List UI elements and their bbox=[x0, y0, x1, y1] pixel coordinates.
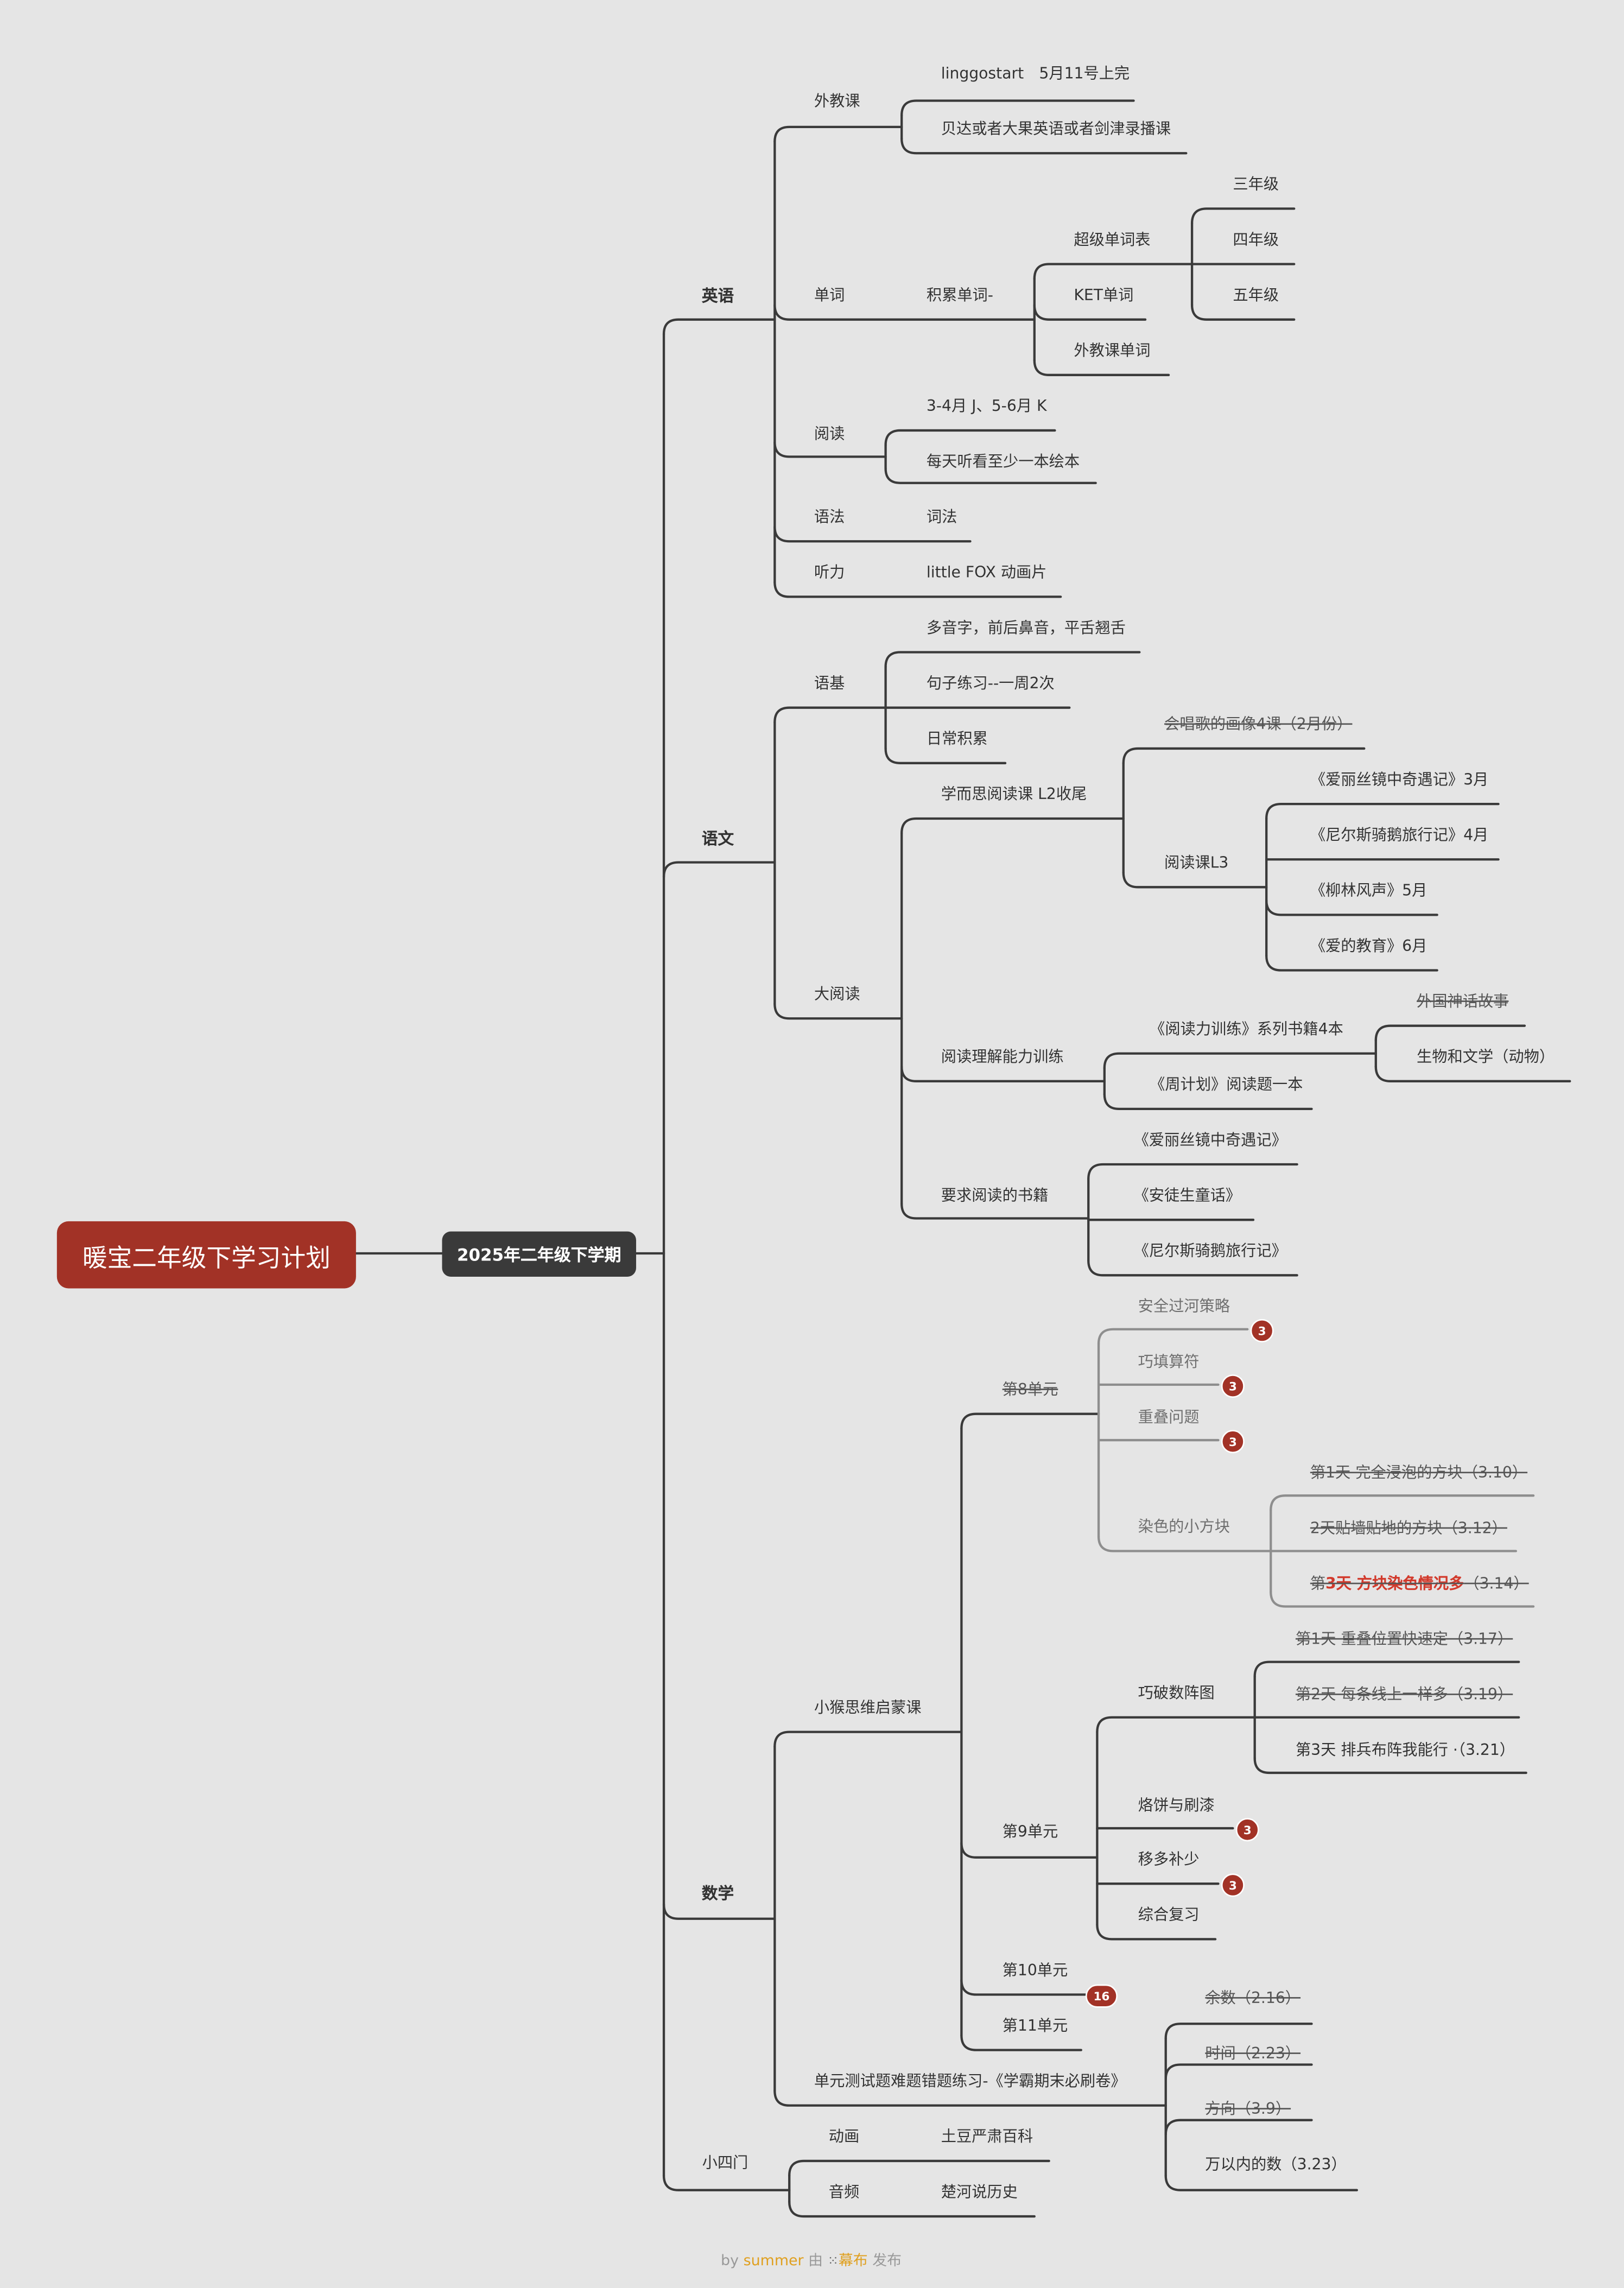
node-reading-l3[interactable]: 阅读课L3 bbox=[1164, 854, 1229, 872]
node-chuhe-history[interactable]: 楚河说历史 bbox=[941, 2184, 1018, 2202]
topic-chinese[interactable]: 语文 bbox=[701, 829, 734, 848]
node-fill-operators[interactable]: 巧填算符 bbox=[1138, 1353, 1200, 1371]
node-foreign-myths[interactable]: 外国神话故事 bbox=[1417, 993, 1509, 1011]
count-badge[interactable]: 3 bbox=[1221, 1873, 1245, 1897]
node-bio-literature[interactable]: 生物和文学（动物） bbox=[1417, 1048, 1555, 1067]
node-singing-portrait[interactable]: 会唱歌的画像4课（2月份） bbox=[1164, 716, 1353, 734]
topic-extra[interactable]: 小四门 bbox=[702, 2154, 748, 2172]
node-number-puzzle[interactable]: 巧破数阵图 bbox=[1138, 1684, 1215, 1703]
node-listening[interactable]: 听力 bbox=[814, 564, 845, 582]
node-dyed-day2[interactable]: 2天贴墙贴地的方块（3.12） bbox=[1310, 1520, 1507, 1538]
node-dyed-day1[interactable]: 第1天 完全浸泡的方块（3.10） bbox=[1310, 1464, 1528, 1482]
node-super-wordlist[interactable]: 超级单词表 bbox=[1074, 231, 1151, 249]
node-vocab[interactable]: 单词 bbox=[814, 287, 845, 305]
topic-english[interactable]: 英语 bbox=[701, 286, 734, 306]
node-grammar[interactable]: 语法 bbox=[814, 509, 845, 527]
node-review[interactable]: 综合复习 bbox=[1138, 1906, 1200, 1924]
node-monkey-course[interactable]: 小猴思维启蒙课 bbox=[814, 1699, 922, 1717]
node-book-nils-apr[interactable]: 《尼尔斯骑鹅旅行记》4月 bbox=[1310, 827, 1489, 845]
count-badge[interactable]: 3 bbox=[1235, 1818, 1259, 1842]
node-overlap-problem[interactable]: 重叠问题 bbox=[1138, 1409, 1200, 1427]
node-audio[interactable]: 音频 bbox=[828, 2184, 860, 2202]
node-book-alice-mar[interactable]: 《爱丽丝镜中奇遇记》3月 bbox=[1310, 771, 1489, 789]
node-book-willows-may[interactable]: 《柳林风声》5月 bbox=[1310, 882, 1428, 900]
node-foreign-words[interactable]: 外教课单词 bbox=[1074, 342, 1151, 360]
node-unit10[interactable]: 第10单元 bbox=[1002, 1962, 1068, 1980]
node-little-fox[interactable]: little FOX 动画片 bbox=[926, 564, 1047, 582]
root-node[interactable]: 暖宝二年级下学习计划 bbox=[56, 1221, 356, 1289]
node-big-reading[interactable]: 大阅读 bbox=[814, 986, 860, 1004]
topic-math[interactable]: 数学 bbox=[701, 1884, 734, 1904]
node-remainder[interactable]: 余数（2.16） bbox=[1205, 1989, 1301, 2007]
mubu-logo-icon: ⁙ bbox=[827, 2255, 839, 2270]
count-badge[interactable]: 16 bbox=[1085, 1984, 1118, 2008]
node-unit11[interactable]: 第11单元 bbox=[1002, 2017, 1068, 2035]
node-dyed-cubes[interactable]: 染色的小方块 bbox=[1138, 1518, 1230, 1536]
node-linggo[interactable]: linggostart 5月11号上完 bbox=[941, 65, 1130, 83]
node-river-crossing[interactable]: 安全过河策略 bbox=[1138, 1298, 1230, 1316]
highlight-text: 3天 方块染色情况多 bbox=[1325, 1575, 1464, 1593]
footer-user-link[interactable]: summer bbox=[743, 2253, 804, 2270]
node-unit-tests[interactable]: 单元测试题难题错题练习-《学霸期末必刷卷》 bbox=[814, 2072, 1126, 2091]
node-xes-reading[interactable]: 学而思阅读课 L2收尾 bbox=[941, 786, 1087, 804]
node-pancake-paint[interactable]: 烙饼与刷漆 bbox=[1138, 1797, 1215, 1815]
node-req-andersen[interactable]: 《安徒生童话》 bbox=[1133, 1187, 1241, 1205]
node-animation[interactable]: 动画 bbox=[828, 2128, 860, 2146]
node-grade5[interactable]: 五年级 bbox=[1233, 287, 1279, 305]
node-potato-encyclopedia[interactable]: 土豆严肃百科 bbox=[941, 2128, 1033, 2146]
node-direction[interactable]: 方向（3.9） bbox=[1205, 2100, 1291, 2119]
footer-brand-link[interactable]: 幕布 bbox=[838, 2253, 868, 2270]
node-daily-accum[interactable]: 日常积累 bbox=[926, 730, 988, 749]
node-unit8[interactable]: 第8单元 bbox=[1002, 1381, 1058, 1399]
count-badge[interactable]: 3 bbox=[1250, 1319, 1274, 1342]
node-balance[interactable]: 移多补少 bbox=[1138, 1851, 1200, 1869]
node-grade4[interactable]: 四年级 bbox=[1233, 231, 1279, 249]
node-reading-training[interactable]: 《阅读力训练》系列书籍4本 bbox=[1150, 1021, 1343, 1039]
node-polyphones[interactable]: 多音字，前后鼻音，平舌翘舌 bbox=[926, 619, 1126, 637]
node-dyed-day3[interactable]: 第3天 方块染色情况多（3.14） bbox=[1310, 1575, 1529, 1593]
node-reading-level[interactable]: 3-4月 J、5-6月 K bbox=[926, 398, 1047, 416]
node-puzzle-day1[interactable]: 第1天 重叠位置快速定（3.17） bbox=[1295, 1631, 1513, 1649]
node-grade3[interactable]: 三年级 bbox=[1233, 176, 1279, 194]
node-comprehension[interactable]: 阅读理解能力训练 bbox=[941, 1048, 1064, 1067]
node-req-alice[interactable]: 《爱丽丝镜中奇遇记》 bbox=[1133, 1132, 1287, 1150]
node-ket-words[interactable]: KET单词 bbox=[1074, 287, 1134, 305]
node-recorded-class[interactable]: 贝达或者大果英语或者剑津录播课 bbox=[941, 121, 1171, 138]
node-morphology[interactable]: 词法 bbox=[926, 509, 957, 527]
node-sentence-practice[interactable]: 句子练习--一周2次 bbox=[926, 675, 1055, 693]
node-unit9[interactable]: 第9单元 bbox=[1002, 1823, 1058, 1841]
footer-credit: by summer 由 ⁙幕布 发布 bbox=[721, 2253, 902, 2270]
node-req-nils[interactable]: 《尼尔斯骑鹅旅行记》 bbox=[1133, 1243, 1287, 1260]
count-badge[interactable]: 3 bbox=[1221, 1374, 1245, 1398]
node-required-books[interactable]: 要求阅读的书籍 bbox=[941, 1187, 1049, 1205]
node-vocab-accum[interactable]: 积累单词- bbox=[926, 287, 993, 305]
node-time[interactable]: 时间（2.23） bbox=[1205, 2045, 1301, 2063]
node-foreign-class[interactable]: 外教课 bbox=[814, 93, 860, 111]
node-reading[interactable]: 阅读 bbox=[814, 426, 845, 443]
node-book-heart-jun[interactable]: 《爱的教育》6月 bbox=[1310, 937, 1428, 955]
node-puzzle-day3[interactable]: 第3天 排兵布阵我能行 ·（3.21） bbox=[1295, 1741, 1515, 1759]
node-basics[interactable]: 语基 bbox=[814, 675, 845, 693]
node-puzzle-day2[interactable]: 第2天 每条线上一样多（3.19） bbox=[1295, 1686, 1513, 1704]
node-numbers-10000[interactable]: 万以内的数（3.23） bbox=[1205, 2156, 1347, 2174]
term-node[interactable]: 2025年二年级下学期 bbox=[442, 1231, 636, 1277]
node-weekly-plan[interactable]: 《周计划》阅读题一本 bbox=[1150, 1076, 1303, 1094]
node-daily-picturebook[interactable]: 每天听看至少一本绘本 bbox=[926, 453, 1080, 471]
count-badge[interactable]: 3 bbox=[1221, 1430, 1245, 1454]
